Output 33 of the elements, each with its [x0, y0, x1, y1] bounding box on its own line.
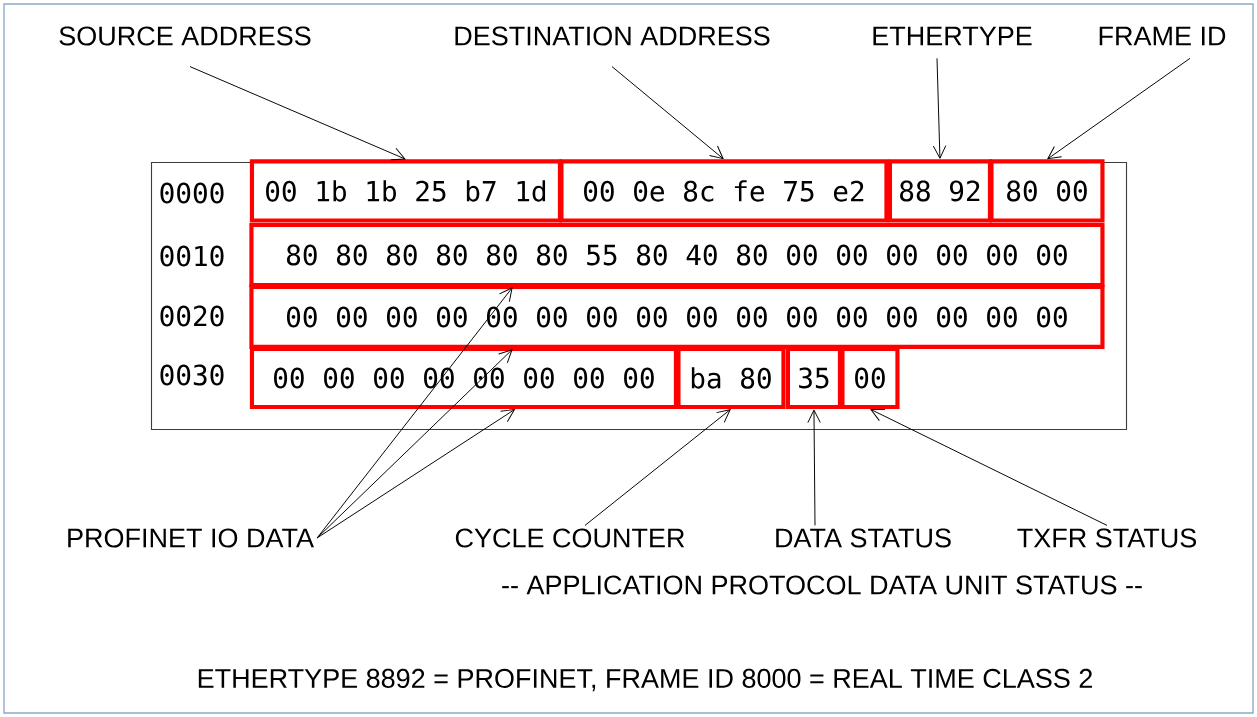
field-box: 00 0e 8c fe 75 e2 [559, 159, 889, 223]
callout-label: CYCLE COUNTER [455, 528, 685, 548]
offset-label: 0010 [160, 245, 224, 267]
callout-label: FRAME ID [1099, 26, 1226, 46]
offset-label: 0000 [160, 182, 224, 204]
callout-label: TXFR STATUS [1017, 528, 1197, 548]
callout-label: DATA STATUS [776, 528, 951, 548]
callout-label: DESTINATION ADDRESS [455, 26, 770, 46]
field-box: 35 [785, 346, 843, 410]
leader-arrow [1047, 57, 1191, 160]
field-box: 80 80 80 80 80 80 55 80 40 80 00 00 00 00 00 00 [249, 222, 1105, 288]
callout-label: SOURCE ADDRESS [59, 26, 311, 46]
field-box: 00 [840, 346, 900, 410]
field-box: ba 80 [676, 346, 786, 410]
leader-arrow [611, 66, 724, 160]
offset-label: 0020 [160, 305, 224, 327]
callout-label: ETHERTYPE [873, 26, 1032, 46]
callout-label: PROFINET IO DATA [68, 528, 314, 548]
field-box: 80 00 [989, 159, 1105, 223]
field-box: 00 1b 1b 25 b7 1d [249, 159, 563, 223]
leader-arrow [316, 409, 515, 539]
field-box: 00 00 00 00 00 00 00 00 00 00 00 00 00 00 00 00 [249, 284, 1105, 350]
leader-arrow [932, 57, 947, 159]
note-text: -- APPLICATION PROTOCOL DATA UNIT STATUS -- [502, 575, 1142, 595]
leader-arrow [870, 408, 1108, 526]
leader-arrow [189, 66, 406, 161]
offset-label: 0030 [160, 364, 224, 386]
leader-arrow [316, 349, 513, 539]
leader-arrow [807, 409, 821, 526]
field-box: 88 92 [887, 159, 993, 223]
note-text: ETHERTYPE 8892 = PROFINET, FRAME ID 8000 = REAL TIME CLASS 2 [198, 668, 1092, 692]
leader-arrow [584, 409, 731, 526]
leader-arrow [316, 287, 513, 539]
